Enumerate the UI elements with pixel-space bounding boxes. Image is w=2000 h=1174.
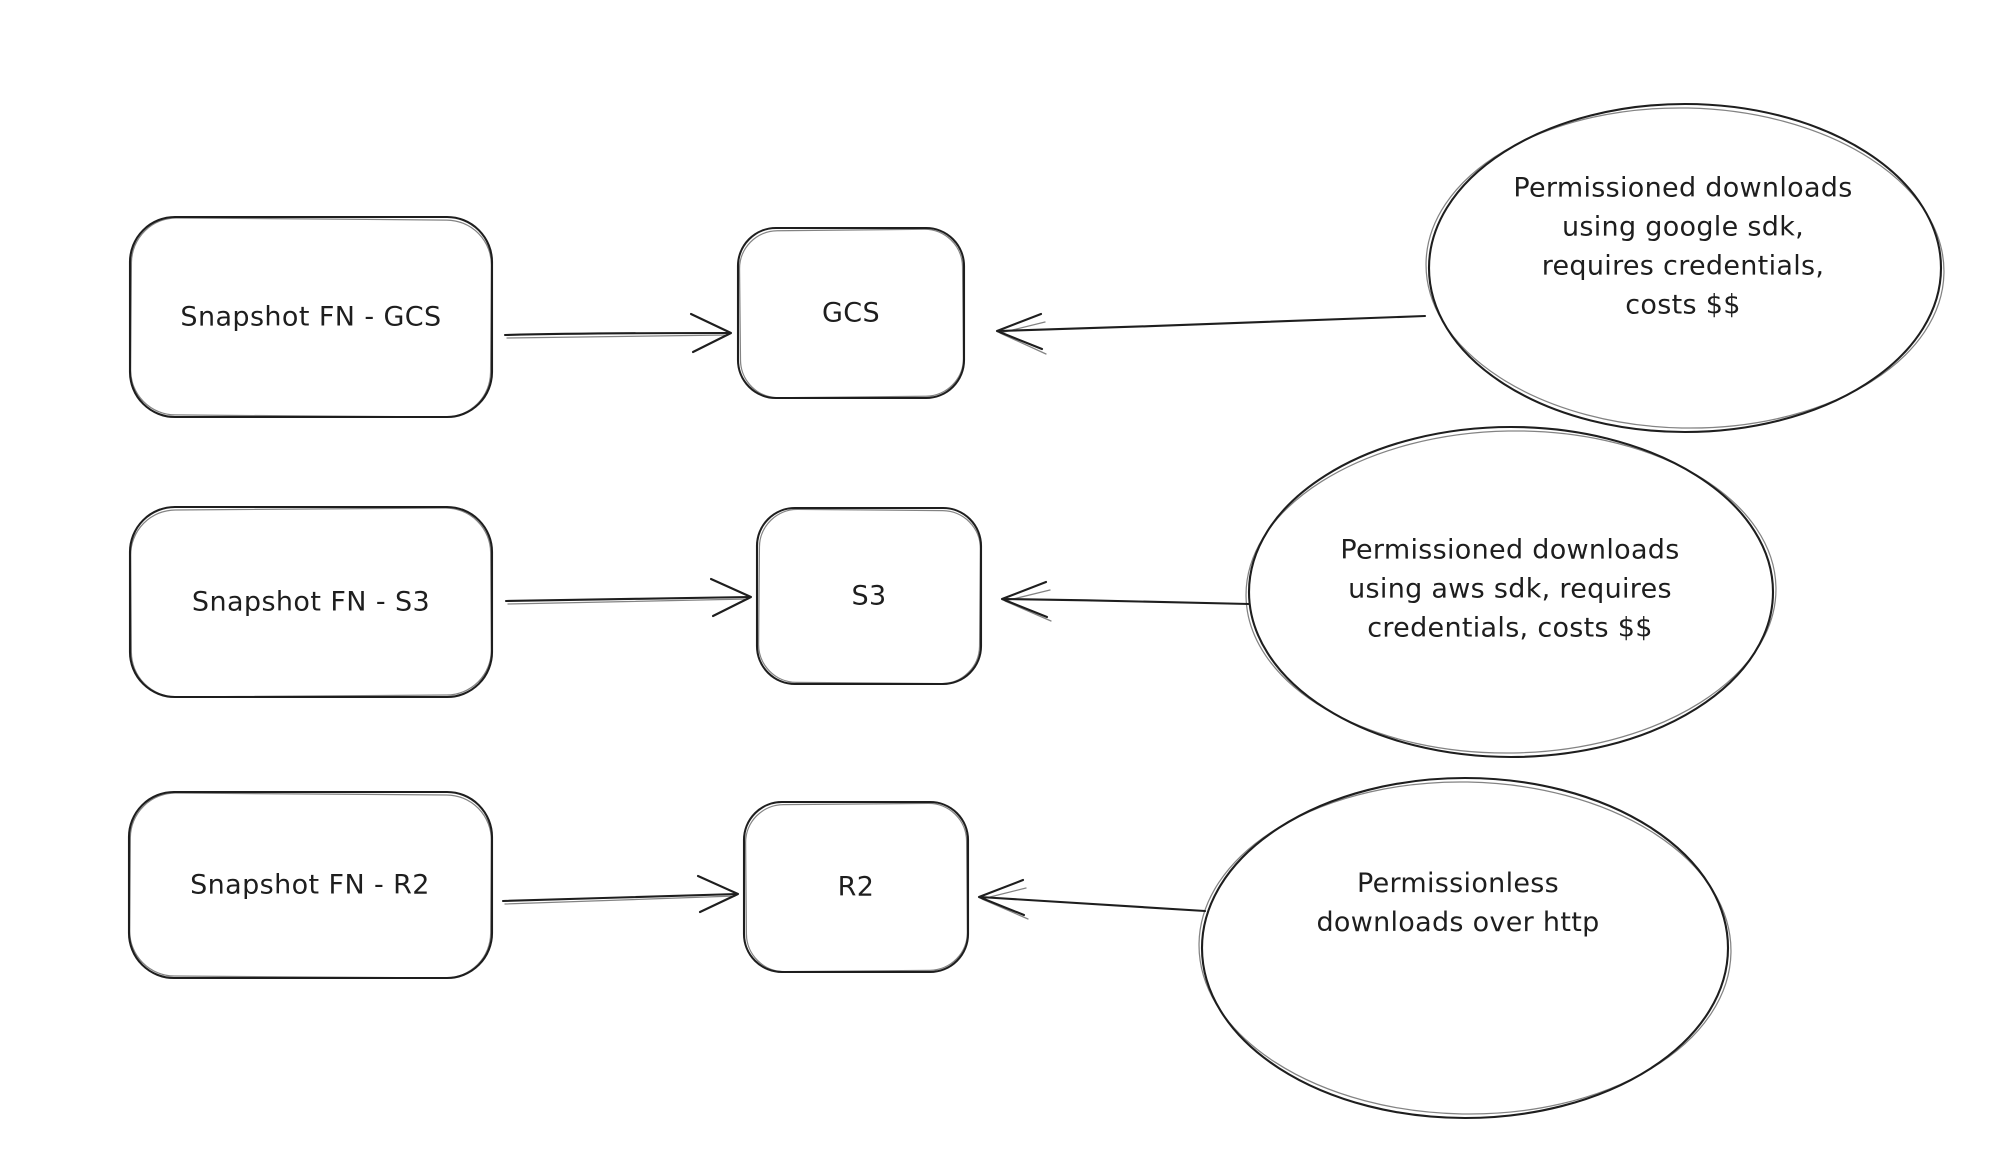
note-ellipse-gcs xyxy=(1425,102,1945,434)
arrow-note-r2-to-r2 xyxy=(977,878,1207,920)
note-r2-text: Permissionless downloads over http xyxy=(1316,864,1599,942)
note-line: Permissioned downloads xyxy=(1340,534,1680,566)
source-box-r2 xyxy=(127,790,494,980)
source-box-s3-label: Snapshot FN - S3 xyxy=(191,586,431,618)
note-line: using aws sdk, requires xyxy=(1348,573,1672,605)
note-ellipse-r2 xyxy=(1198,776,1732,1120)
note-line: Permissioned downloads xyxy=(1513,172,1853,204)
source-box-gcs xyxy=(128,215,494,419)
note-line: requires credentials, xyxy=(1541,251,1825,282)
note-ellipse-s3 xyxy=(1245,425,1777,759)
target-box-gcs-label: GCS xyxy=(821,297,881,329)
note-gcs-text: Permissioned downloads using google sdk,… xyxy=(1513,169,1852,326)
target-box-r2 xyxy=(742,800,970,974)
target-box-gcs xyxy=(736,226,966,400)
note-s3-text: Permissioned downloads using aws sdk, re… xyxy=(1340,530,1679,647)
target-box-s3 xyxy=(755,506,983,686)
note-line: downloads over http xyxy=(1316,907,1600,938)
arrow-snapshot-s3-to-s3 xyxy=(504,577,753,618)
note-line: credentials, costs $$ xyxy=(1367,612,1653,644)
target-box-s3-label: S3 xyxy=(851,580,887,612)
arrow-note-s3-to-s3 xyxy=(1000,580,1251,622)
target-box-r2-label: R2 xyxy=(837,871,875,903)
arrow-note-gcs-to-gcs xyxy=(995,312,1427,355)
note-line: Permissionless xyxy=(1356,867,1560,899)
source-box-r2-label: Snapshot FN - R2 xyxy=(190,869,430,901)
note-line: costs $$ xyxy=(1625,290,1741,322)
source-box-gcs-label: Snapshot FN - GCS xyxy=(180,301,442,333)
note-line: using google sdk, xyxy=(1561,211,1805,243)
arrow-snapshot-r2-to-r2 xyxy=(501,874,740,914)
arrow-snapshot-gcs-to-gcs xyxy=(503,312,733,354)
source-box-s3 xyxy=(128,505,494,699)
